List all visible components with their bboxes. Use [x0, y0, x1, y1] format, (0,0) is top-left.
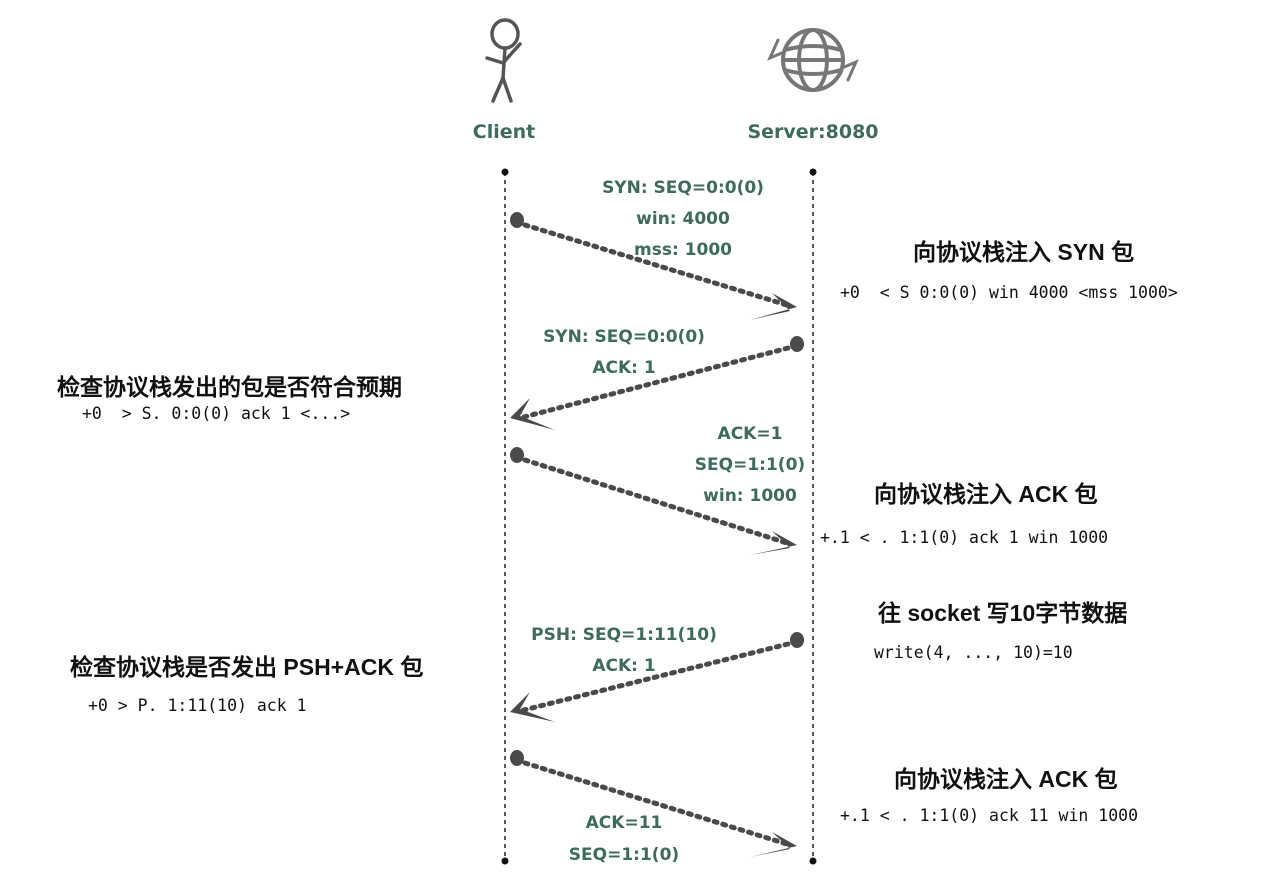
message-arrow-4	[510, 632, 804, 722]
note-check-syn-ack-title: 检查协议栈发出的包是否符合预期	[57, 374, 402, 400]
message-3-line-1: ACK=1	[718, 424, 783, 444]
note-check-psh-ack-code: +0 > P. 1:11(10) ack 1	[88, 696, 307, 715]
message-arrow-2	[510, 336, 804, 430]
message-arrow-5	[510, 750, 797, 857]
note-check-syn-ack-code: +0 > S. 0:0(0) ack 1 <...>	[82, 404, 351, 423]
server-lifeline-start	[809, 168, 817, 176]
message-3-line-2: SEQ=1:1(0)	[695, 455, 805, 475]
message-5-line-2: SEQ=1:1(0)	[569, 845, 679, 865]
globe-icon	[767, 28, 859, 92]
message-1-line-2: win: 4000	[636, 209, 730, 229]
message-arrow-1	[510, 212, 797, 320]
message-4-line-2: ACK: 1	[592, 656, 655, 676]
note-socket-write-code: write(4, ..., 10)=10	[874, 643, 1073, 662]
message-4-line-1: PSH: SEQ=1:11(10)	[531, 625, 717, 645]
message-1-line-1: SYN: SEQ=0:0(0)	[602, 178, 764, 198]
message-2-line-1: SYN: SEQ=0:0(0)	[543, 327, 705, 347]
note-socket-write-title: 往 socket 写10字节数据	[878, 600, 1128, 626]
stick-figure-icon	[485, 18, 522, 103]
message-arrow-3	[510, 447, 797, 555]
note-inject-ack-code: +.1 < . 1:1(0) ack 1 win 1000	[820, 528, 1109, 547]
note-inject-ack-title: 向协议栈注入 ACK 包	[874, 481, 1098, 507]
note-inject-ack-11-title: 向协议栈注入 ACK 包	[894, 766, 1118, 792]
message-1-line-3: mss: 1000	[634, 240, 732, 260]
client-lifeline-start	[501, 168, 509, 176]
message-5-line-1: ACK=11	[586, 813, 663, 833]
client-label: Client	[473, 121, 535, 143]
server-label: Server:8080	[747, 121, 878, 143]
server-lifeline-end	[809, 857, 817, 865]
note-check-psh-ack-title: 检查协议栈是否发出 PSH+ACK 包	[70, 654, 424, 680]
note-inject-syn-code: +0 < S 0:0(0) win 4000 <mss 1000>	[840, 283, 1178, 302]
message-2-line-2: ACK: 1	[592, 358, 655, 378]
message-3-line-3: win: 1000	[703, 486, 797, 506]
client-lifeline-end	[501, 857, 509, 865]
note-inject-ack-11-code: +.1 < . 1:1(0) ack 11 win 1000	[840, 806, 1139, 825]
note-inject-syn-title: 向协议栈注入 SYN 包	[913, 239, 1135, 265]
